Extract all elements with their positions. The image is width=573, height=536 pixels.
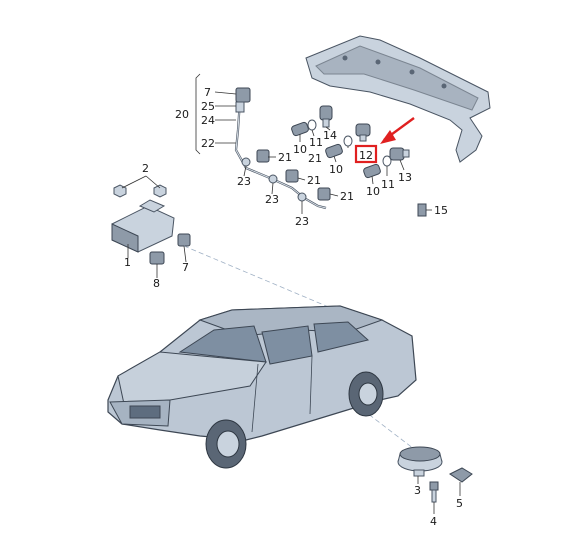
dashed-link-2 [349,399,419,453]
callout-20: 20 [175,108,189,121]
highlight-box-12 [354,144,378,164]
callout-23-a: 23 [237,175,251,188]
callout-22: 22 [201,137,215,150]
callout-21-b: 21 [307,174,321,187]
part-15-shape [417,203,427,217]
dashed-link-1 [183,245,351,317]
callout-21-d: 21 [308,152,322,165]
callout-13: 13 [398,171,412,184]
callout-12: 12 [359,149,373,162]
wiring-harness [234,87,331,210]
callout-15: 15 [434,204,448,217]
callout-10-b: 10 [329,163,343,176]
callout-3: 3 [414,484,421,497]
car-illustration [107,305,417,469]
callout-21-a: 21 [278,151,292,164]
callout-25: 25 [201,100,215,113]
callout-24: 24 [201,114,215,127]
buzzer-group [397,446,473,503]
callout-21-c: 21 [340,190,354,203]
callout-8: 8 [153,277,160,290]
callout-7-top: 7 [204,86,211,99]
callout-2: 2 [142,162,149,175]
callout-10-c: 10 [366,185,380,198]
callout-23-c: 23 [295,215,309,228]
leader-lines [121,73,461,514]
callout-7-lower: 7 [182,261,189,274]
callout-4: 4 [430,515,437,528]
callout-11-a: 11 [309,136,323,149]
callout-5: 5 [456,497,463,510]
callout-1: 1 [124,256,131,269]
callout-labels: 7 25 20 24 22 2 1 7 8 21 21 21 21 23 23 … [124,86,463,528]
callout-23-b: 23 [265,193,279,206]
red-arrow-icon [380,117,415,144]
rear-bumper [305,35,491,163]
callout-11-b: 11 [381,178,395,191]
callout-14: 14 [323,129,337,142]
control-unit-group [111,184,191,265]
callout-10-a: 10 [293,143,307,156]
